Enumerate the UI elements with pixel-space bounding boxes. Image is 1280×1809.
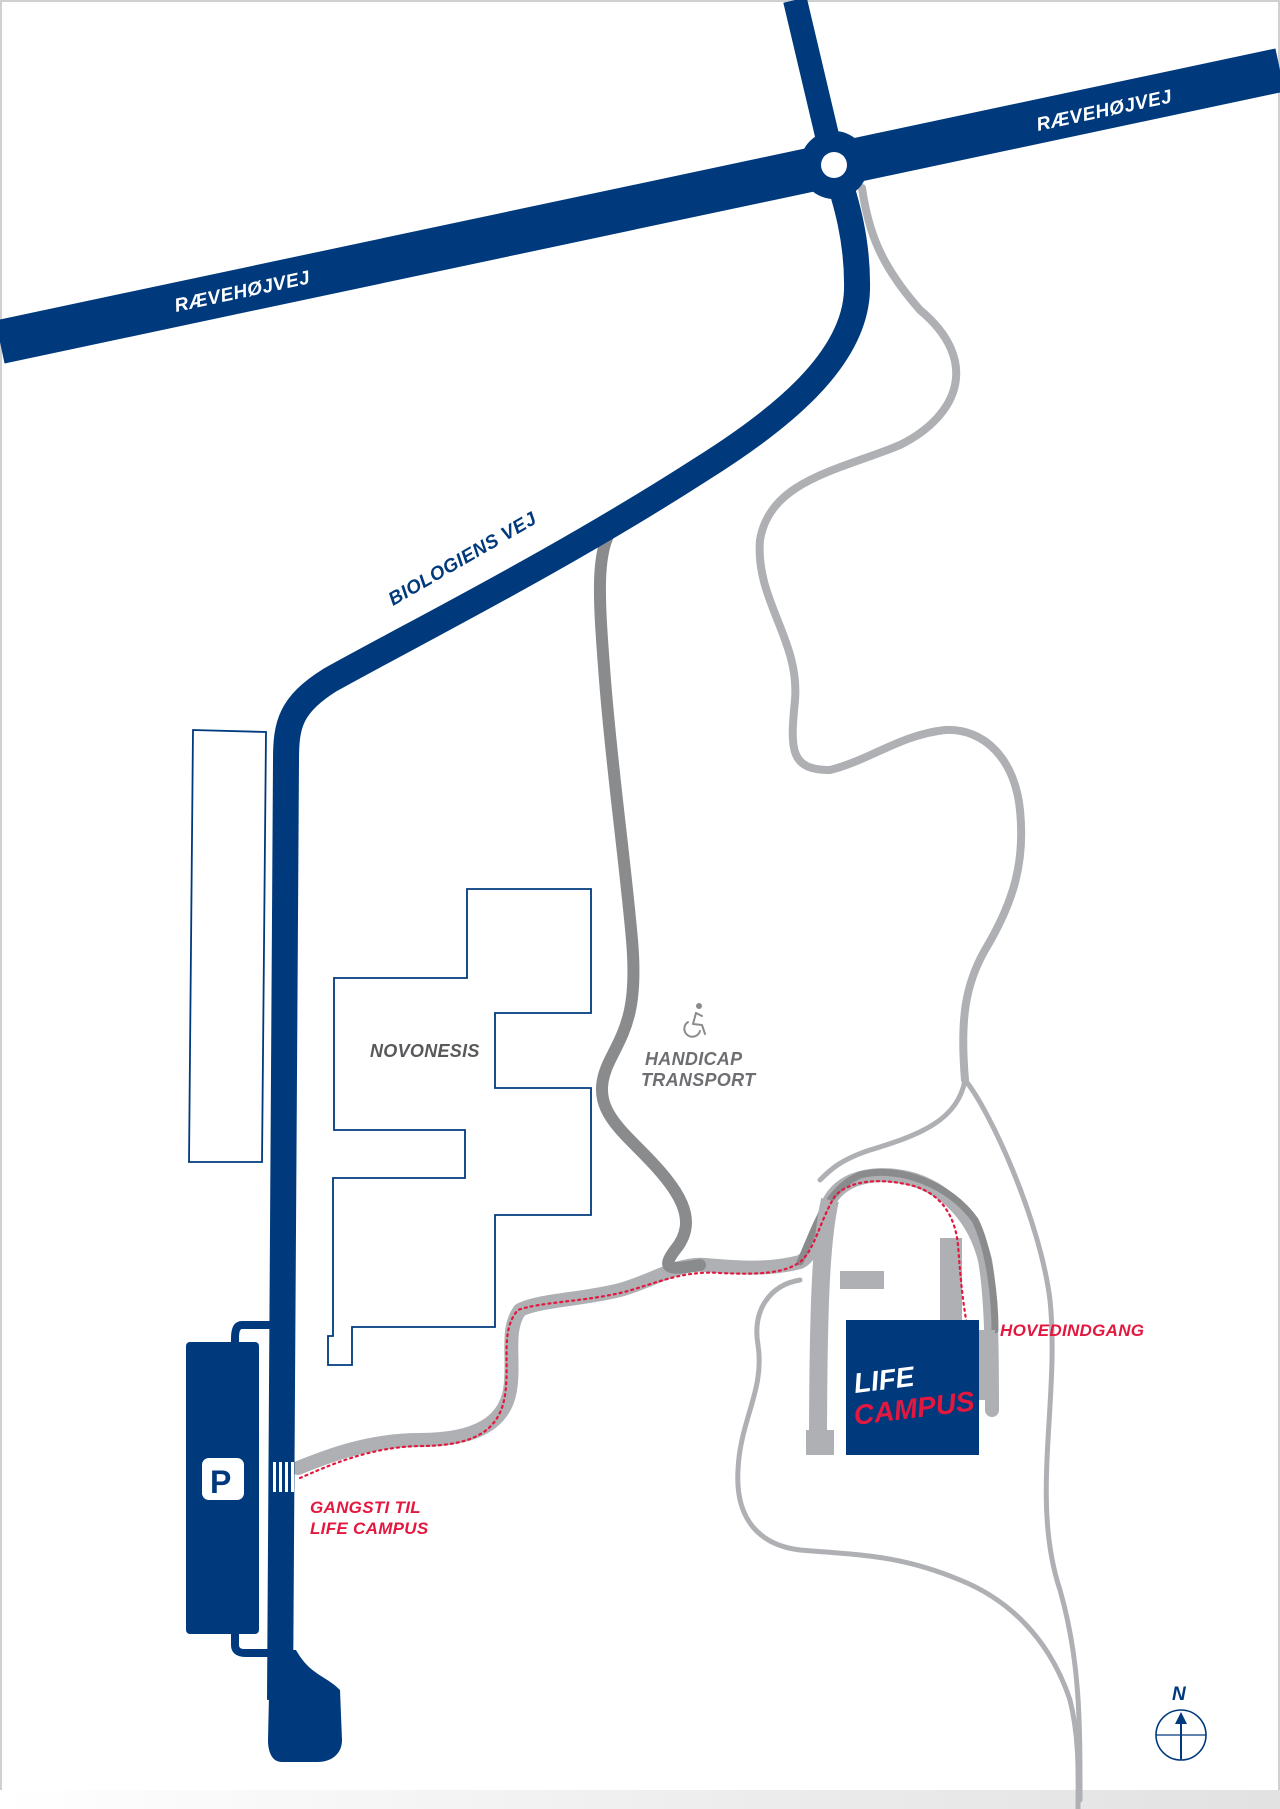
path-east-long [962,1077,1083,1803]
label-footpath-line2: LIFE CAMPUS [310,1519,429,1538]
label-novonesis: NOVONESIS [370,1041,480,1061]
wheelchair-icon [683,1003,706,1038]
campus-lane-west-end [806,1430,834,1455]
campus-lane-west [809,1197,839,1456]
roundabout-center [821,152,847,178]
compass-label: N [1172,1684,1187,1705]
logo-life: LIFE [852,1361,917,1399]
handicap-transport-road [593,514,706,1274]
building-life-campus [846,1320,979,1455]
building-novonesis [327,888,592,1366]
label-handicap-line2: TRANSPORT [641,1070,757,1090]
north-arrow-icon [1155,1709,1207,1761]
campus-lane-east-low [975,1330,995,1400]
footpath-route-dotted [298,1180,970,1480]
path-south-loop [735,1277,1081,1809]
parking-icon: P [202,1458,244,1500]
bottom-shading [0,1790,1280,1809]
building-outline-west [188,729,267,1163]
label-footpath-line1: GANGSTI TIL [310,1498,421,1517]
label-main-entrance: HOVEDINDGANG [1000,1321,1144,1340]
path-east-loop [817,1077,968,1183]
path-north-east [755,184,1026,1084]
campus-lane-east [940,1238,962,1338]
parking-letter: P [210,1464,231,1500]
road-biologiens-vej [267,160,871,1701]
crosswalk [273,1462,294,1492]
label-handicap-line1: HANDICAP [645,1049,743,1069]
road-end [268,1650,342,1762]
road-raevehojvej [0,48,1280,364]
walking-paths [291,184,1083,1809]
